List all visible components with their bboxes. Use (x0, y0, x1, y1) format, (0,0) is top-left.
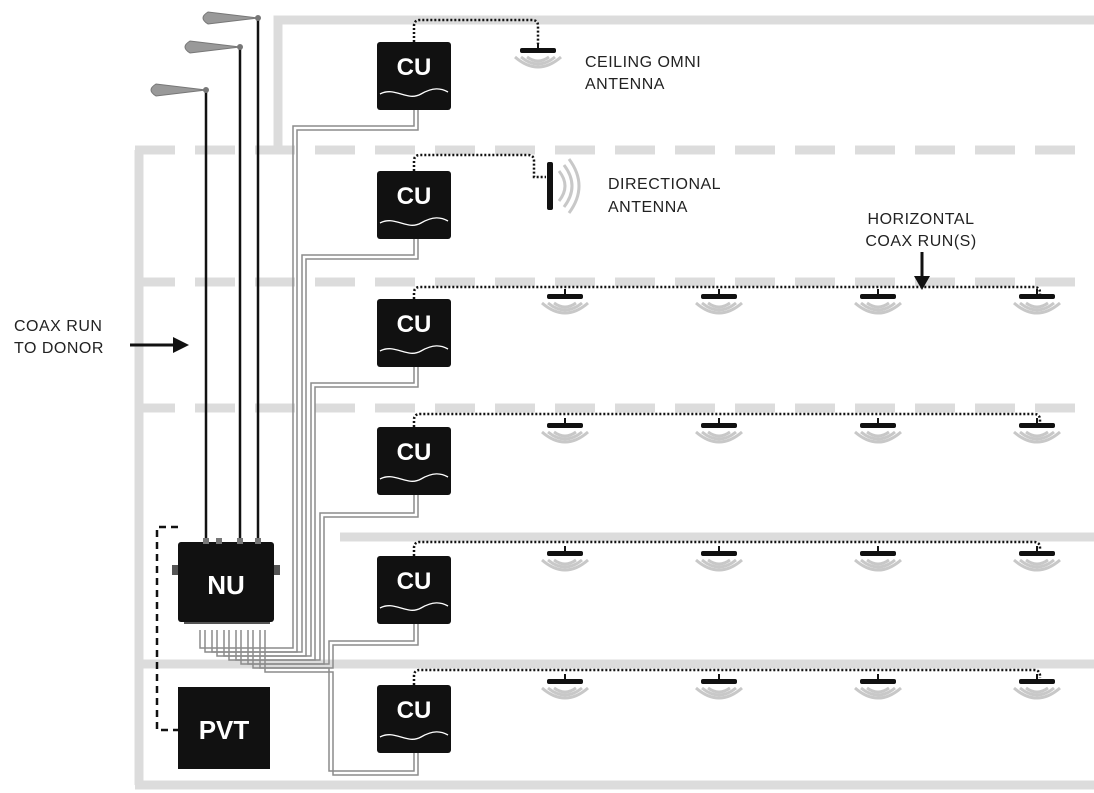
floor-4-cu: CU (376, 426, 452, 496)
ceiling-omni-antenna-icon (855, 546, 901, 570)
arrow-icon (130, 337, 189, 353)
floor-5-cu: CU (376, 555, 452, 625)
ceiling-omni-antenna-icon (542, 418, 588, 442)
ceiling-omni-antenna-icon (515, 43, 561, 67)
ceiling-omni-antenna-icon (1014, 289, 1060, 313)
coax-run-floor-2 (412, 153, 546, 179)
cu-label: CU (397, 568, 432, 595)
cu-label: CU (397, 54, 432, 81)
ceiling-omni-antenna-icon (696, 674, 742, 698)
ceiling-omni-label-line1: CEILING OMNI (585, 54, 701, 71)
nu-label: NU (207, 570, 245, 600)
ceiling-omni-label-line2: ANTENNA (585, 76, 665, 93)
ceiling-omni-antenna-icon (855, 289, 901, 313)
ceiling-omni-antenna-icon (542, 674, 588, 698)
cu-label: CU (397, 697, 432, 724)
ceiling-omni-antenna-icon (1014, 546, 1060, 570)
cu-label: CU (397, 439, 432, 466)
pvt-link (155, 525, 178, 732)
arrow-icon (914, 252, 930, 290)
floor-6-cu: CU (376, 684, 452, 754)
ceiling-omni-antenna-icon (542, 546, 588, 570)
coax-run-floor-4 (412, 412, 1042, 427)
ceiling-omni-antenna-icon (1014, 674, 1060, 698)
pvt-label: PVT (199, 715, 250, 745)
coax-donor-label-line2: TO DONOR (14, 340, 104, 357)
top-floor-wall (273, 15, 1094, 150)
ceiling-omni-antenna-icon (696, 546, 742, 570)
nu-unit: NU (172, 538, 280, 624)
yagi-antenna-icon (150, 83, 209, 97)
cu-label: CU (397, 183, 432, 210)
horizontal-label-line2: COAX RUN(S) (865, 233, 976, 250)
coax-run-floor-6 (412, 668, 1042, 685)
coax-run-floor-3 (412, 285, 1042, 299)
ceiling-omni-antenna-icon (696, 289, 742, 313)
directional-antenna-icon (547, 158, 581, 214)
yagi-antenna-icon (202, 11, 261, 25)
ceiling-omni-antenna-icon (1014, 418, 1060, 442)
fiber-bundle (199, 105, 419, 776)
coax-run-floor-5 (412, 540, 1042, 556)
directional-label-line1: DIRECTIONAL (608, 176, 721, 193)
directional-label-line2: ANTENNA (608, 199, 688, 216)
floor-2-cu: CU (376, 170, 452, 240)
ceiling-omni-antenna-icon (542, 289, 588, 313)
ceiling-omni-antenna-icon (855, 418, 901, 442)
horizontal-label-line1: HORIZONTAL (868, 211, 975, 228)
floor-3-cu: CU (376, 298, 452, 368)
cu-label: CU (397, 311, 432, 338)
coax-donor-label-line1: COAX RUN (14, 318, 102, 335)
yagi-antenna-icon (184, 40, 243, 54)
coax-run-floor-1 (412, 18, 540, 44)
ceiling-omni-antenna-icon (855, 674, 901, 698)
ceiling-omni-antenna-icon (696, 418, 742, 442)
pvt-unit: PVT (178, 687, 270, 769)
donor-antenna-group (150, 11, 261, 542)
floor-1-cu: CU (376, 41, 452, 111)
